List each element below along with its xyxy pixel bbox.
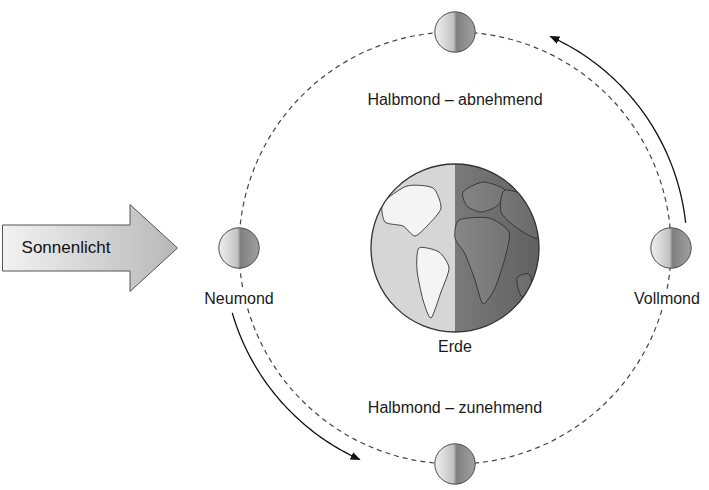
earth-shape — [370, 163, 540, 333]
orbit-path — [239, 32, 671, 464]
arrow-outline — [3, 205, 178, 292]
phase-label: Halbmond – abnehmend — [364, 90, 545, 109]
moon-phase: Vollmond — [631, 227, 703, 308]
moon-phase: Halbmond – zunehmend — [365, 398, 546, 485]
night-side — [455, 163, 540, 333]
earth-label: Erde — [435, 337, 475, 356]
earth-body — [370, 163, 540, 333]
phase-label: Neumond — [201, 289, 276, 308]
earth-outline — [371, 164, 539, 332]
moon-shape — [218, 227, 260, 269]
moon-shape — [434, 443, 476, 485]
earth-drawing — [370, 163, 540, 333]
earth-ocean — [370, 163, 540, 333]
moon-body — [434, 443, 476, 485]
phase-label: Halbmond – zunehmend — [365, 398, 545, 417]
moon-disc — [219, 228, 259, 268]
moon-disc — [435, 12, 475, 52]
sunlight-arrow: Sonnenlicht — [2, 204, 178, 292]
moon-phase: Neumond — [201, 227, 277, 308]
moon-phase: Halbmond – abnehmend — [364, 11, 546, 109]
moon-body — [434, 11, 476, 53]
moon-body — [218, 227, 260, 269]
orbit-arrow — [550, 36, 685, 222]
orbit-arrow — [232, 313, 359, 460]
moon-disc — [651, 228, 691, 268]
continent-shape — [417, 247, 449, 318]
moon-body — [650, 227, 692, 269]
continent-shape — [382, 185, 441, 236]
moon-shape — [434, 11, 476, 53]
moon-shape — [650, 227, 692, 269]
earth-globe: Erde — [370, 163, 540, 356]
arrow-text-area: Sonnenlicht — [2, 204, 130, 292]
arrow-label: Sonnenlicht — [22, 238, 111, 258]
moon-disc — [435, 444, 475, 484]
phase-label: Vollmond — [631, 289, 703, 308]
